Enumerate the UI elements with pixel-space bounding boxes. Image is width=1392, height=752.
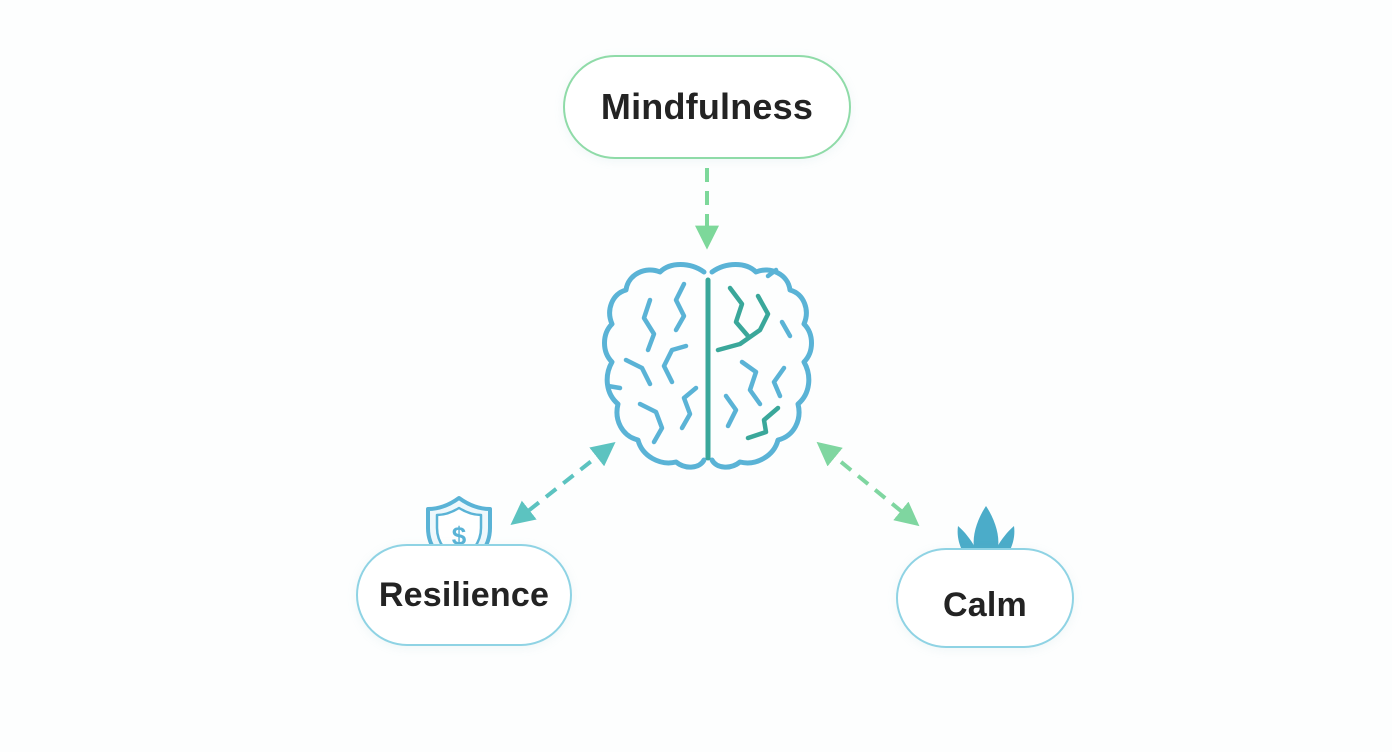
node-resilience: Resilience [356, 544, 572, 646]
node-calm-label: Calm [943, 585, 1027, 624]
edge-brain-calm [816, 441, 920, 527]
node-calm: Calm [896, 548, 1074, 648]
node-mindfulness-label: Mindfulness [600, 86, 814, 127]
edge-brain-resilience [510, 442, 616, 525]
node-resilience-label: Resilience [378, 575, 550, 614]
brain-icon [602, 262, 814, 470]
node-mindfulness: Mindfulness [563, 55, 851, 159]
svg-text:$: $ [452, 521, 467, 551]
